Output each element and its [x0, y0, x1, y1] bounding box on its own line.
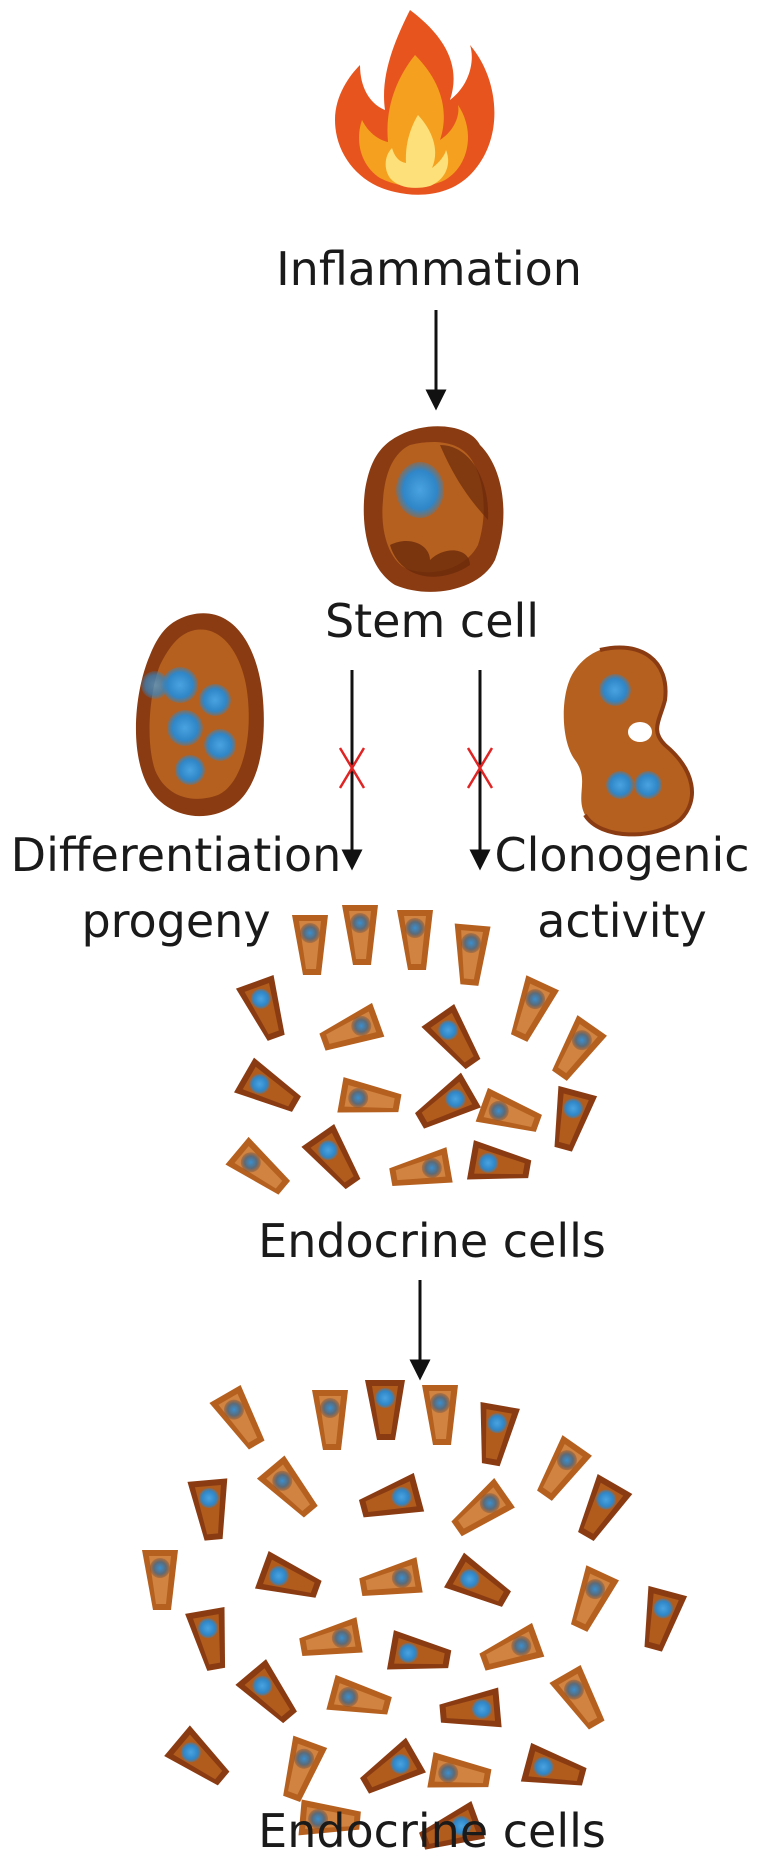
block-cross-clonogenic	[466, 747, 494, 789]
label-clonogenic-activity-line2: activity	[537, 894, 707, 948]
endocrine-cell-cluster	[225, 905, 607, 1204]
flame-icon	[335, 10, 495, 195]
label-endocrine-cells-1: Endocrine cells	[258, 1214, 606, 1268]
label-stem-cell: Stem cell	[324, 594, 540, 648]
label-endocrine-cells-2: Endocrine cells	[258, 1804, 606, 1858]
label-differentiation-progeny-line2: progeny	[81, 894, 271, 948]
clonogenic-cell-icon	[563, 645, 694, 837]
label-clonogenic-activity-line1: Clonogenic	[494, 828, 750, 882]
endocrine-cell-cluster-large	[142, 1380, 688, 1860]
block-cross-differentiation	[338, 747, 366, 789]
stem-cell-icon	[363, 426, 504, 592]
label-differentiation-progeny-line1: Differentiation	[10, 828, 342, 882]
label-inflammation: Inflammation	[276, 242, 582, 296]
differentiation-cell-icon	[135, 613, 264, 817]
